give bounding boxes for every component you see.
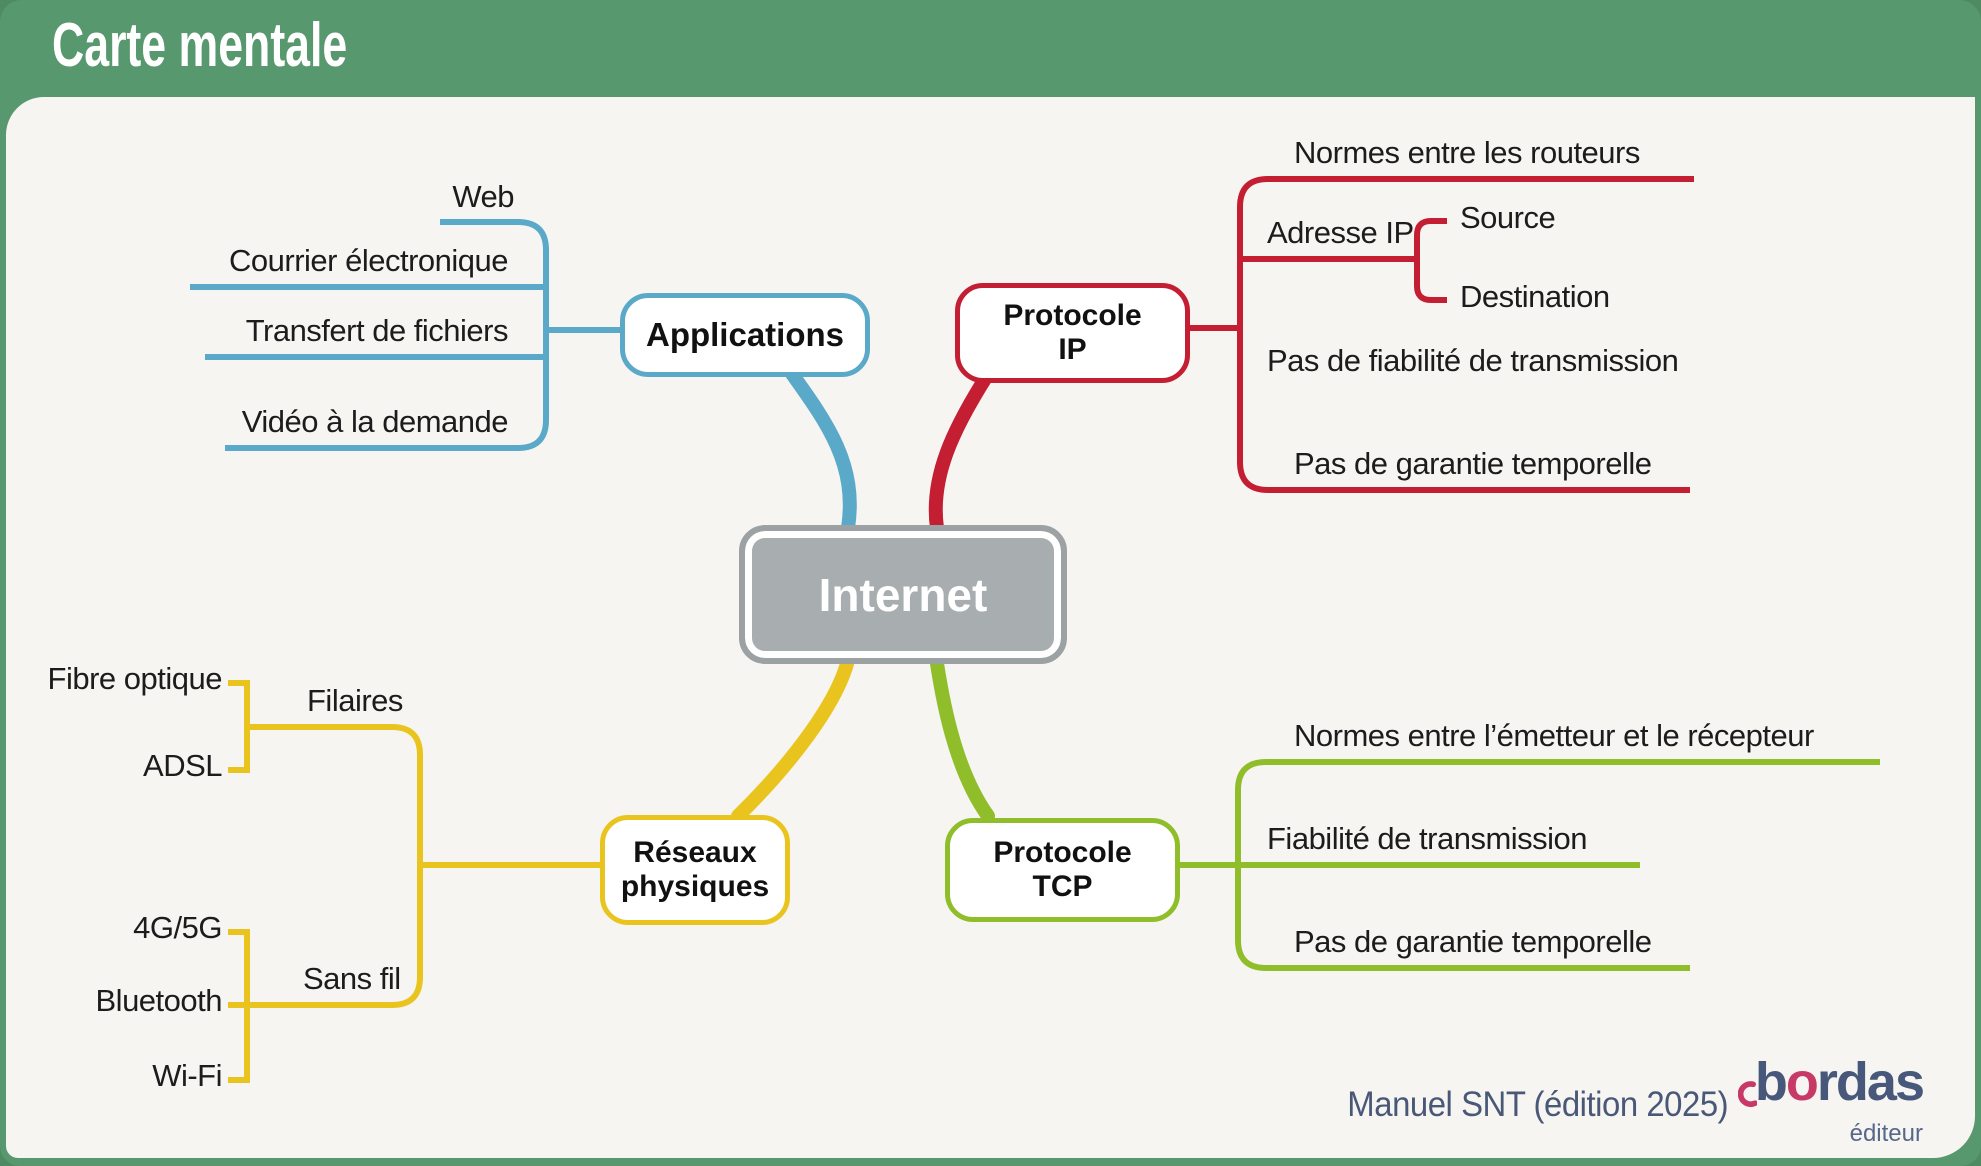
reseaux-node-label-line1: Réseaux: [633, 836, 757, 870]
internet-node-label: Internet: [818, 568, 988, 621]
tcp-node-label-line1: Protocole: [993, 836, 1132, 870]
header-band: Carte mentale: [0, 0, 1981, 97]
leaf-normes-emetteur-recepteur: Normes entre l’émetteur et le récepteur: [1294, 718, 1814, 753]
leaf-normes-routeurs: Normes entre les routeurs: [1294, 135, 1640, 170]
leaf-pas-garantie-ip: Pas de garantie temporelle: [1294, 446, 1652, 481]
leaf-pas-garantie-tcp: Pas de garantie temporelle: [1294, 924, 1652, 959]
tcp-node-label-line2: TCP: [1032, 870, 1093, 903]
leaf-sans-fil: Sans fil: [303, 961, 401, 996]
leaf-courrier-electronique: Courrier électronique: [229, 243, 508, 278]
logo-letters-rdas: rdas: [1816, 1052, 1925, 1112]
logo-letter-o: o: [1785, 1052, 1819, 1112]
leaf-adsl: ADSL: [143, 748, 222, 783]
bordas-crescent-icon: [1738, 1081, 1757, 1107]
leaf-bluetooth: Bluetooth: [95, 983, 223, 1018]
ip-node-label-line1: Protocole: [1003, 299, 1142, 333]
leaf-fibre-optique: Fibre optique: [47, 661, 223, 696]
leaf-destination: Destination: [1460, 279, 1610, 314]
leaf-transfert-fichiers: Transfert de fichiers: [245, 313, 509, 348]
reseaux-physiques-node: Réseaux physiques: [600, 815, 790, 925]
leaf-wifi: Wi-Fi: [152, 1058, 222, 1093]
logo-letter-b: b: [1754, 1052, 1788, 1112]
leaf-video-demande: Vidéo à la demande: [241, 404, 509, 439]
applications-node-label: Applications: [645, 315, 845, 353]
protocole-tcp-node: Protocole TCP: [945, 818, 1180, 922]
leaf-fiabilite-transmission: Fiabilité de transmission: [1267, 821, 1588, 856]
internet-node: Internet: [739, 525, 1067, 664]
leaf-adresse-ip: Adresse IP: [1267, 215, 1414, 250]
bordas-logo-tagline: éditeur: [1849, 1120, 1923, 1147]
edition-credit: Manuel SNT (édition 2025): [1347, 1085, 1728, 1124]
applications-node: Applications: [620, 293, 870, 377]
leaf-filaires: Filaires: [307, 683, 403, 718]
leaf-4g-5g: 4G/5G: [133, 910, 222, 945]
leaf-web: Web: [452, 179, 514, 214]
page-title: Carte mentale: [52, 11, 348, 80]
protocole-ip-node: Protocole IP: [955, 283, 1190, 383]
reseaux-node-label-line2: physiques: [620, 870, 770, 903]
leaf-source: Source: [1460, 200, 1556, 235]
leaf-pas-fiabilite: Pas de fiabilité de transmission: [1267, 343, 1679, 378]
ip-node-label-line2: IP: [1058, 333, 1087, 366]
